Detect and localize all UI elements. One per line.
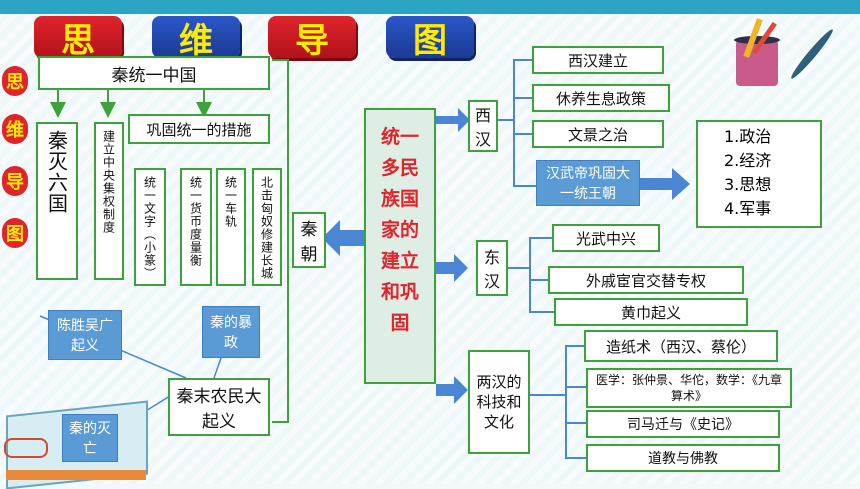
- east-han-item-3: 黄巾起义: [554, 298, 748, 326]
- tech-label: 两汉的科技和文化: [468, 350, 530, 454]
- east-han-label: 东汉: [476, 240, 508, 296]
- center-title: 统一多民族国家的建立和巩固: [380, 126, 419, 334]
- tech-item-3: 司马迁与《史记》: [586, 410, 780, 438]
- qin-fall-box: 秦的灭亡: [62, 414, 118, 462]
- measure-thought: 3.思想: [724, 175, 772, 194]
- qin-destroy-six-box: 秦灭六国: [36, 122, 78, 280]
- side-char-3: 导: [2, 166, 28, 196]
- qin-measures-title-box: 巩固统一的措施: [128, 114, 270, 144]
- measure-military: 4.军事: [724, 199, 772, 218]
- west-han-item-2: 休养生息政策: [532, 84, 670, 112]
- title-char-4: 图: [386, 16, 474, 61]
- measure-politics: 1.政治: [724, 127, 772, 146]
- east-han-item-1: 光武中兴: [552, 224, 660, 252]
- measure-economy: 2.经济: [724, 151, 772, 170]
- tech-item-4: 道教与佛教: [586, 444, 780, 472]
- qin-measure-3: 统一车轨: [216, 168, 246, 286]
- tech-item-1: 造纸术（西汉、蔡伦）: [584, 330, 778, 362]
- east-han-item-2: 外戚宦官交替专权: [548, 266, 744, 294]
- qin-measure-1: 统一文字（小篆）: [134, 168, 166, 286]
- title-char-3: 导: [268, 16, 356, 61]
- side-char-4: 图: [2, 218, 28, 248]
- west-han-label: 西汉: [468, 100, 498, 152]
- qin-leaders-box: 陈胜吴广起义: [48, 310, 122, 360]
- west-han-measures-box: 1.政治 2.经济 3.思想 4.军事: [696, 120, 822, 228]
- tech-item-2: 医学：张仲景、华佗，数学：《九章算术》: [586, 368, 792, 408]
- top-band: [0, 0, 860, 14]
- qin-uprising-box: 秦末农民大起义: [168, 378, 270, 436]
- qin-measure-4: 北击匈奴修建长城: [252, 168, 282, 286]
- qin-tyranny-box: 秦的暴政: [202, 306, 260, 358]
- title-char-2: 维: [152, 16, 240, 61]
- center-box: 统一多民族国家的建立和巩固: [364, 108, 436, 384]
- west-han-item-1: 西汉建立: [532, 46, 664, 74]
- qin-measure-2: 统一货币度量衡: [180, 168, 212, 286]
- qin-label-box: 秦朝: [292, 212, 326, 268]
- qin-unify-box: 秦统一中国: [38, 56, 270, 90]
- west-han-item-3: 文景之治: [532, 120, 664, 148]
- pen-holder-illustration: [716, 18, 856, 98]
- side-char-2: 维: [2, 114, 28, 144]
- title-char-1: 思: [34, 16, 122, 61]
- side-char-1: 思: [2, 66, 28, 96]
- west-han-item-4: 汉武帝巩固大一统王朝: [536, 160, 640, 206]
- book-illustration: [0, 386, 150, 489]
- qin-central-power-box: 建立中央集权制度: [94, 122, 124, 280]
